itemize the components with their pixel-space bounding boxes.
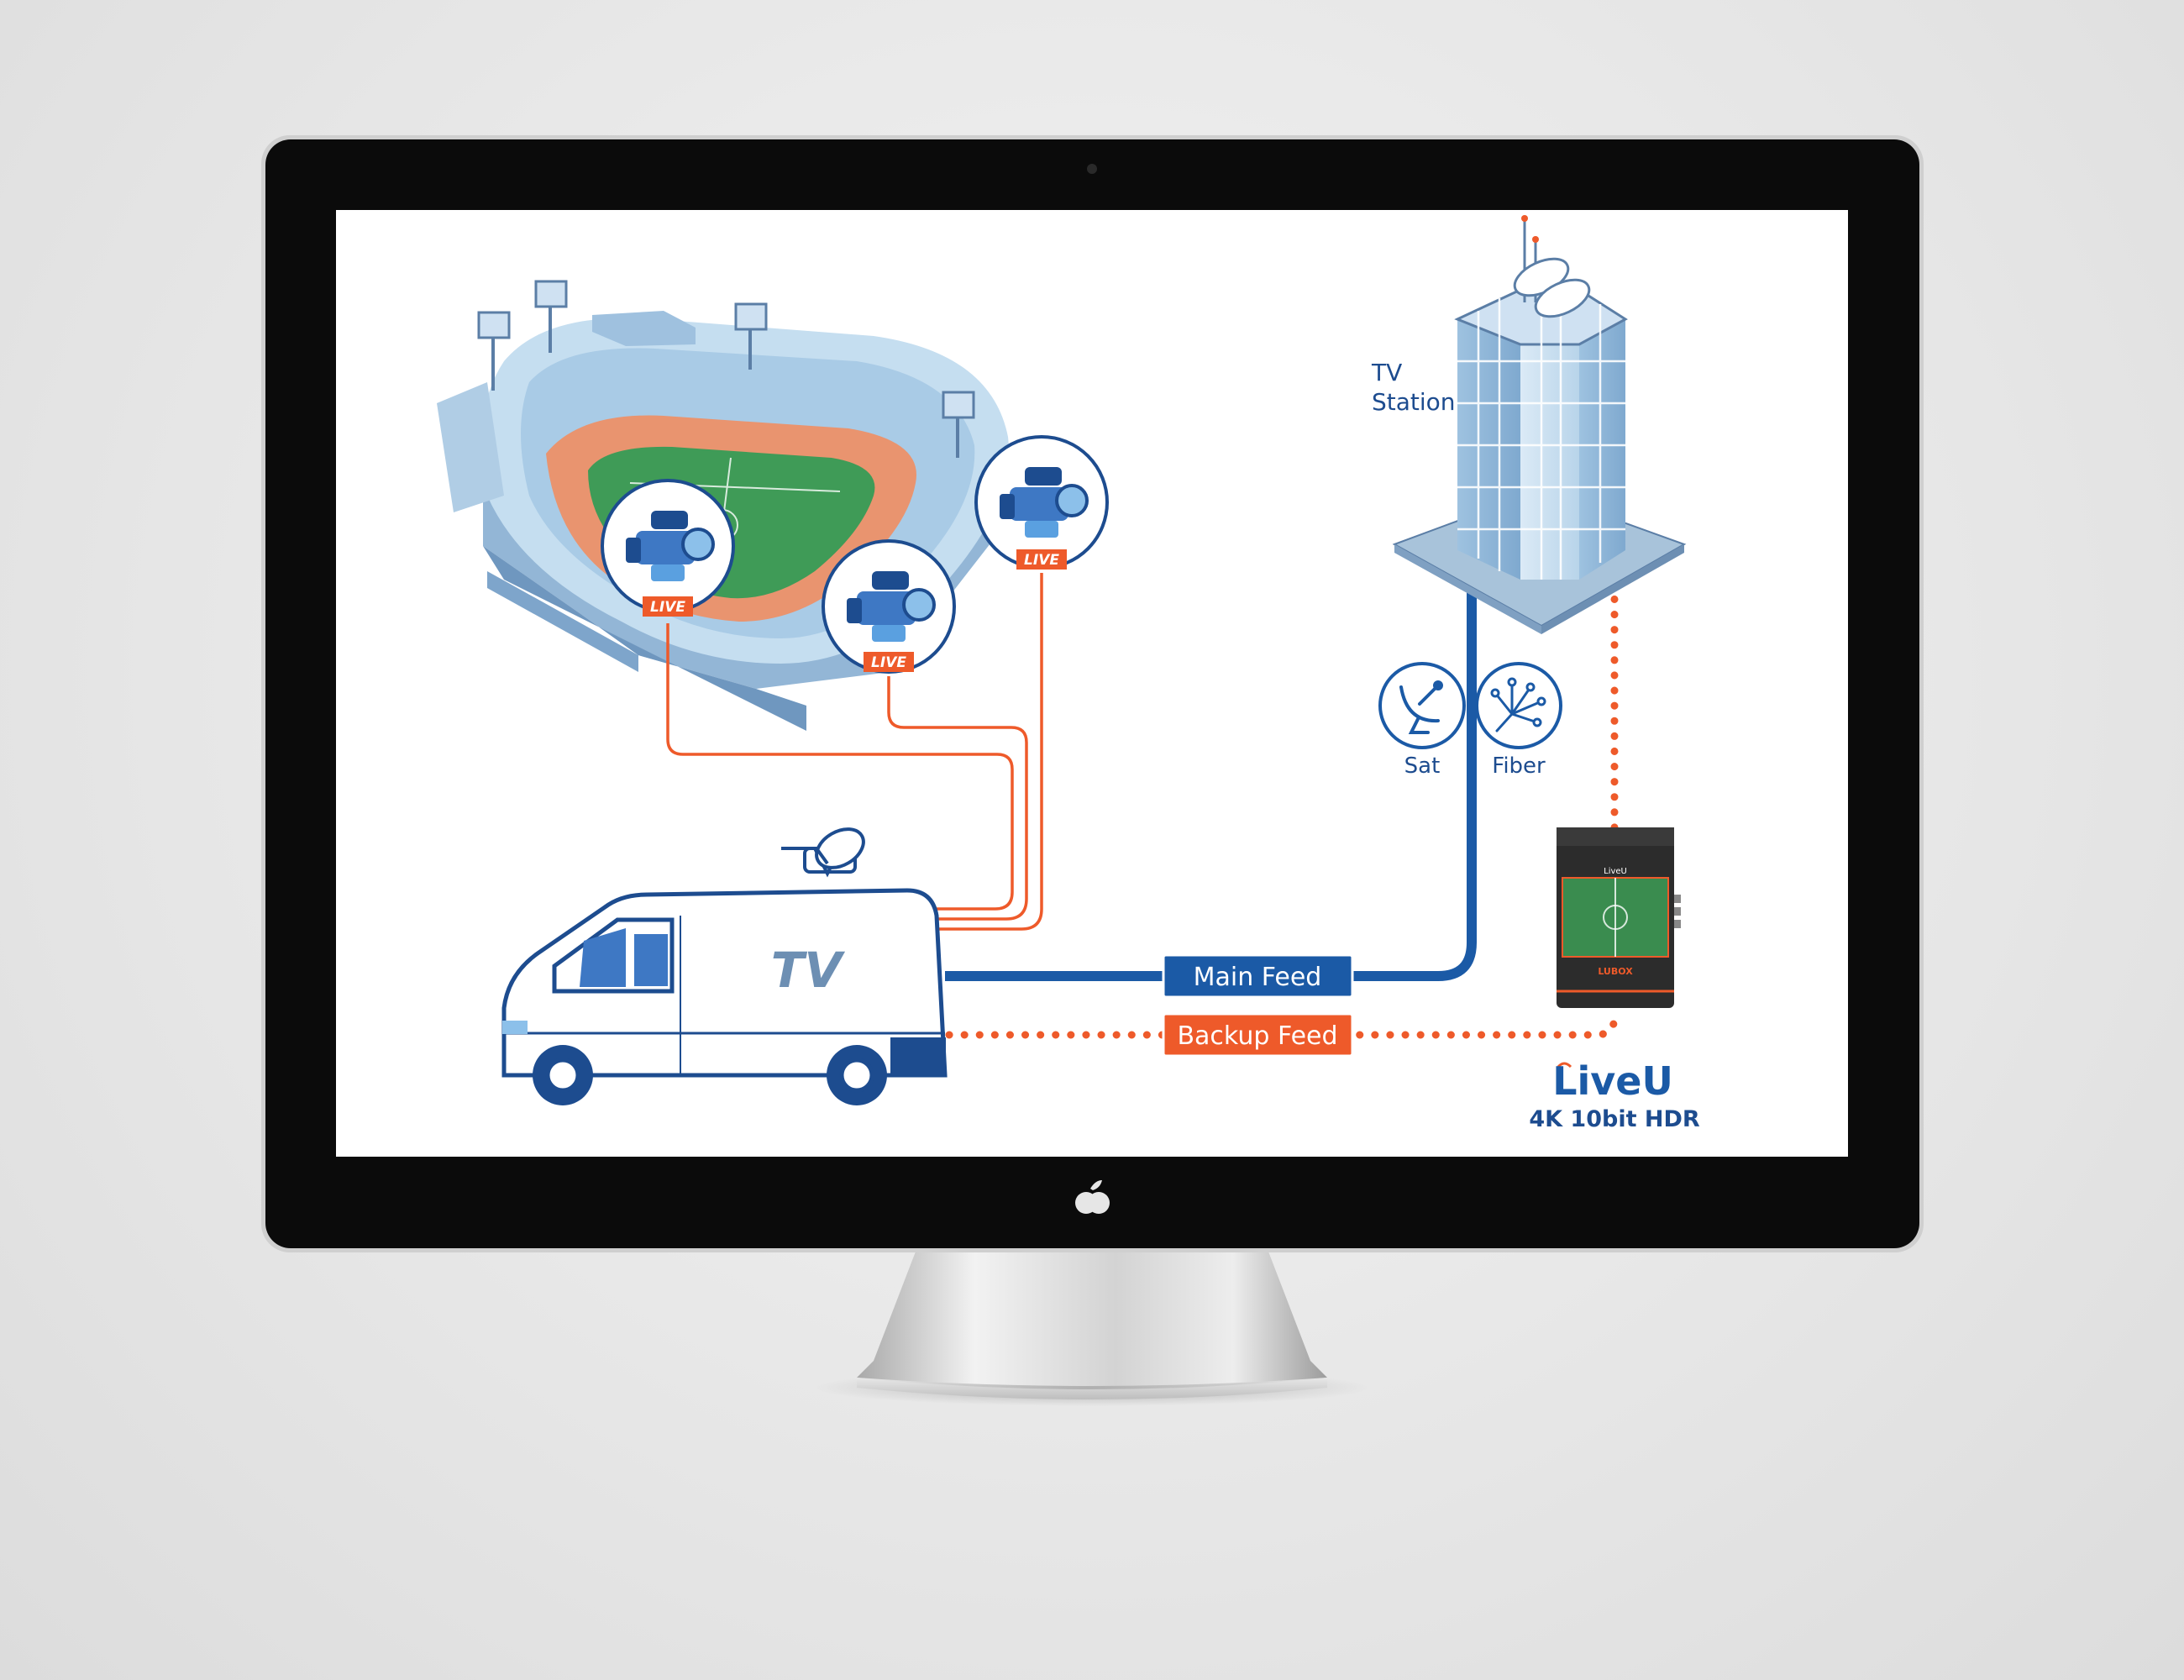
satellite-dish-icon [1399,680,1443,734]
backup-feed-label: Backup Feed [1177,1021,1337,1051]
backup-feed-line: Backup Feed [945,534,1630,1058]
sat-label: Sat [1404,753,1441,779]
monitor-hardware [261,135,1924,1406]
camera-cables [666,573,1043,931]
satellite-dish-icon [781,827,865,878]
liveu-logo: LiveU [1552,1058,1673,1104]
van-side-text: TV [771,942,846,999]
camera-badge-2: LIVE [822,539,956,674]
monitor-stand-base [857,1378,1327,1399]
live-badge-2: LIVE [871,654,906,671]
webcam-icon [1087,164,1097,174]
camera-badge-1: LIVE [601,479,735,617]
diagram-content: LIVE LIVE LIVE [437,215,1700,1132]
tv-station-building: TV Station [1371,215,1687,634]
tv-van-illustration: TV [501,827,948,1105]
lubox-device: LiveU LUBOX [1557,827,1681,1008]
fiber-option: Fiber [1475,662,1562,779]
monitor-stand [857,1252,1327,1386]
sat-option: Sat [1378,662,1466,779]
live-badge-3: LIVE [1024,552,1059,569]
station-label-line1: TV [1371,359,1402,386]
apple-logo-icon [1075,1180,1110,1214]
camera-badge-3: LIVE [974,435,1109,570]
liveu-branding: LiveU 4K 10bit HDR [1529,1058,1700,1132]
signal-icon [1557,1062,1572,1068]
liveu-tagline: 4K 10bit HDR [1529,1106,1700,1132]
live-badge-1: LIVE [650,599,685,616]
fiber-label: Fiber [1492,753,1546,779]
lubox-base-text: LUBOX [1598,966,1633,977]
fiber-optic-icon [1490,677,1546,732]
lubox-screen-brand: LiveU [1604,867,1627,876]
main-feed-label: Main Feed [1194,963,1322,992]
station-label-line2: Station [1372,388,1456,416]
